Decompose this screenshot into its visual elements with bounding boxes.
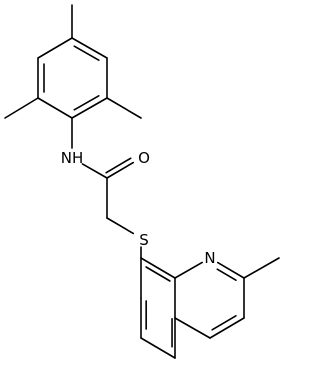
methyl-bond (243, 257, 280, 279)
double-bond-inner (145, 266, 171, 282)
bond (140, 337, 176, 359)
double-bond-inner (73, 94, 100, 111)
amide-nitrogen-label: NH (61, 149, 84, 167)
methyl-bond (106, 97, 142, 119)
bond (174, 317, 211, 339)
carbonyl-double-bond (105, 157, 132, 174)
methyl-bond (4, 97, 39, 119)
carbonyl-double-bond (106, 161, 135, 179)
bond (71, 97, 108, 119)
double-bond-inner (211, 314, 237, 331)
thioether-sulfur-label: S (139, 231, 149, 249)
bond (106, 217, 135, 235)
bond (37, 97, 73, 119)
bond (216, 261, 245, 279)
bond (174, 261, 203, 279)
bond (81, 163, 108, 179)
bond (140, 257, 176, 279)
bond (209, 317, 245, 339)
quinoline-nitrogen-label: N (204, 249, 215, 267)
double-bond-inner (216, 268, 237, 282)
double-bond-inner (73, 45, 100, 62)
molecule-diagram: NH O S N (4, 4, 280, 359)
bond (71, 37, 108, 59)
carbonyl-oxygen-label: O (138, 149, 150, 167)
bond (37, 37, 73, 59)
